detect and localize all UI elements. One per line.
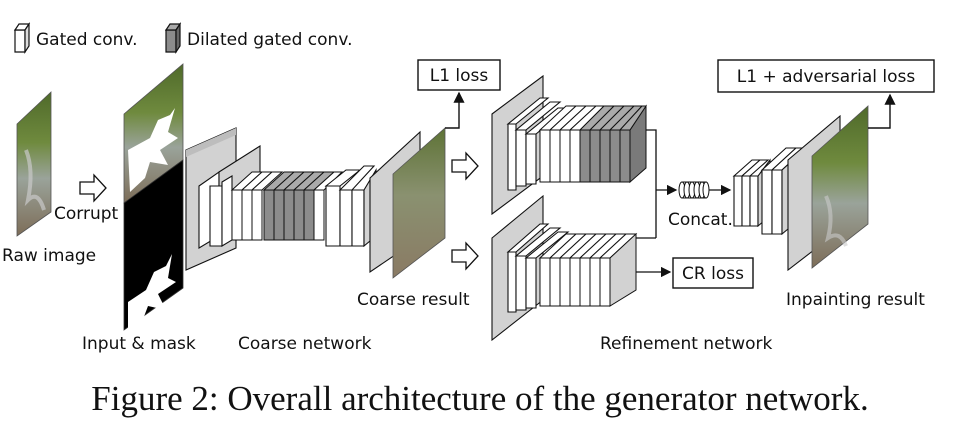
to-l1-adversarial-loss-arrow xyxy=(868,93,896,129)
concat-label: Concat. xyxy=(668,210,733,230)
concat-icon xyxy=(678,181,710,199)
legend: Gated conv. Dilated gated conv. xyxy=(13,22,352,54)
inpainting-result-image xyxy=(811,105,869,269)
corrupt-label: Corrupt xyxy=(54,204,119,224)
raw-image-label: Raw image xyxy=(2,246,96,266)
input-mask-label: Input & mask xyxy=(82,334,196,354)
to-refinement-bottom-arrow-icon xyxy=(451,241,479,271)
dilated-gated-conv-legend-label: Dilated gated conv. xyxy=(187,30,352,50)
l1-adversarial-loss-box xyxy=(717,59,935,93)
l1-loss-label: L1 loss xyxy=(430,66,489,86)
coarse-result-label: Coarse result xyxy=(357,290,470,310)
gated-conv-legend-icon xyxy=(13,22,31,54)
gated-conv-legend-label: Gated conv. xyxy=(36,30,138,50)
refinement-top-branch xyxy=(491,74,647,216)
to-refinement-top-arrow-icon xyxy=(451,151,479,181)
inpainting-result-label: Inpainting result xyxy=(786,290,925,310)
l1-adversarial-loss-label: L1 + adversarial loss xyxy=(737,67,916,87)
branch-merge-line xyxy=(646,129,657,238)
mask-image xyxy=(123,159,184,331)
coarse-network-label: Coarse network xyxy=(238,334,372,354)
cr-loss-box xyxy=(672,257,754,289)
l1-loss-box xyxy=(417,59,501,91)
raw-image xyxy=(16,91,52,237)
refinement-network-label: Refinement network xyxy=(600,334,773,354)
cr-loss-label: CR loss xyxy=(682,264,744,284)
to-l1-loss-arrow xyxy=(445,91,465,129)
figure-caption: Figure 2: Overall architecture of the ge… xyxy=(91,379,868,418)
refinement-bottom-branch xyxy=(491,194,638,342)
dilated-gated-conv-legend-icon xyxy=(164,22,182,54)
coarse-result-image xyxy=(392,127,446,279)
coarse-network xyxy=(185,127,421,274)
corrupt-arrow-icon xyxy=(79,173,107,203)
